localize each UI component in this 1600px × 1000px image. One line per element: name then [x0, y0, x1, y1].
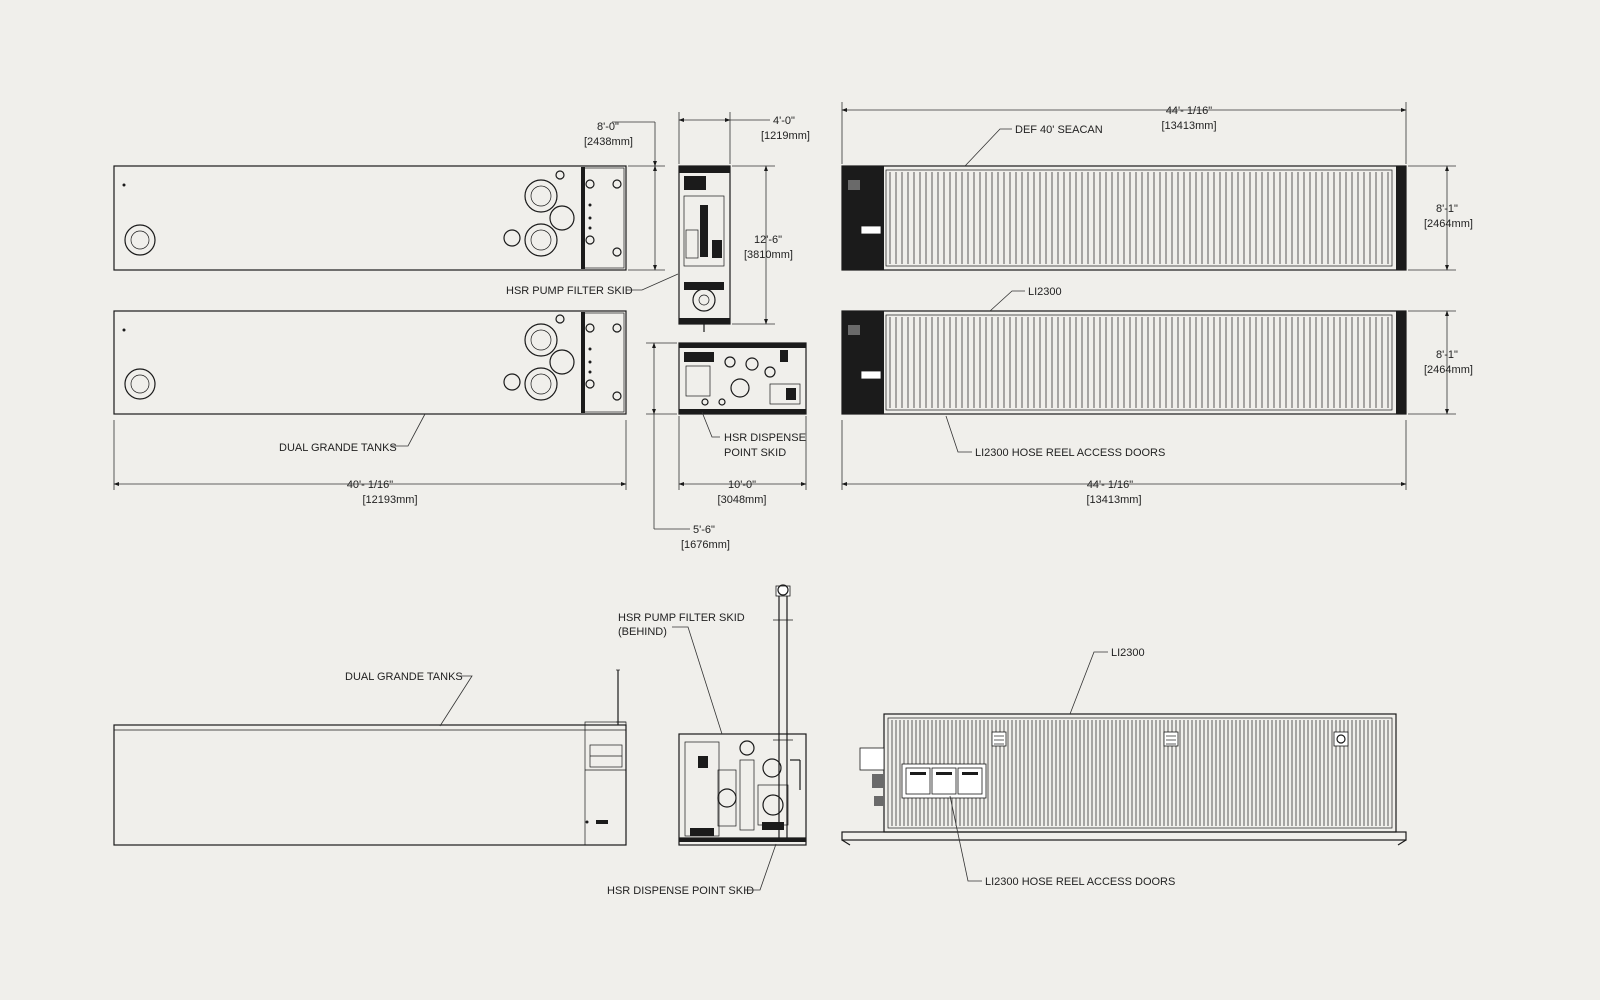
- dual-grande-tank-plan-top: [113, 165, 627, 271]
- label-dual-grande-tanks-elev: DUAL GRANDE TANKS: [345, 671, 463, 683]
- tank-length-dimension: 40'- 1/16" [12193mm]: [113, 420, 627, 506]
- seacan-plan-corrugations-top: [889, 172, 1389, 264]
- pump-length-mm: [3810mm]: [744, 249, 793, 261]
- label-hsr-dispense-elev: HSR DISPENSE POINT SKID: [607, 885, 754, 897]
- callout-hsr-dispense-point-skid-elev: HSR DISPENSE POINT SKID: [607, 843, 777, 897]
- seacan-width-1-ft: 8'-1": [1436, 203, 1458, 215]
- seacan-length-bottom-ft: 44'- 1/16": [1087, 479, 1133, 491]
- callout-li2300-hose-reel-plan: LI2300 HOSE REEL ACCESS DOORS: [945, 415, 1165, 459]
- seacan-plan-corrugations-bottom: [889, 317, 1389, 408]
- li2300-seacan-plan: [841, 310, 1407, 415]
- callout-li2300-elev: LI2300: [1069, 647, 1145, 715]
- callout-def-40-seacan: DEF 40' SEACAN: [964, 124, 1103, 167]
- tank-width-mm: [2438mm]: [584, 136, 633, 148]
- seacan-width-1-dimension: 8'-1" [2464mm]: [1408, 165, 1473, 271]
- dual-grande-tank-plan-bottom: [113, 310, 627, 415]
- dispense-width-mm: [1676mm]: [681, 539, 730, 551]
- hsr-dispense-point-skid-plan: [678, 342, 807, 415]
- dispense-width-dimension: 5'-6" [1676mm]: [646, 342, 730, 551]
- label-def-40-seacan: DEF 40' SEACAN: [1015, 124, 1103, 136]
- seacan-width-2-mm: [2464mm]: [1424, 364, 1473, 376]
- label-li2300-hose-reel-plan: LI2300 HOSE REEL ACCESS DOORS: [975, 447, 1165, 459]
- pump-length-dimension: 12'-6" [3810mm]: [732, 165, 793, 325]
- dual-grande-tank-elevation: [113, 669, 627, 846]
- callout-hsr-dispense-point-skid-plan: HSR DISPENSE POINT SKID: [701, 411, 806, 459]
- seacan-width-1-mm: [2464mm]: [1424, 218, 1473, 230]
- callout-dual-grande-tanks-plan: DUAL GRANDE TANKS: [279, 413, 426, 454]
- label-hsr-pump-filter-skid-plan: HSR PUMP FILTER SKID: [506, 285, 633, 297]
- tank-width-ft: 8'-0": [597, 121, 619, 133]
- seacan-length-bottom-mm: [13413mm]: [1086, 494, 1141, 506]
- pump-width-dimension: 4'-0" [1219mm]: [678, 112, 810, 164]
- def-40-seacan-plan: [841, 165, 1407, 271]
- dispense-width-ft: 5'-6": [693, 524, 715, 536]
- pump-width-ft: 4'-0": [773, 115, 795, 127]
- pump-length-ft: 12'-6": [754, 234, 782, 246]
- tank-width-dimension: 8'-0" [2438mm]: [584, 121, 665, 271]
- seacan-width-2-ft: 8'-1": [1436, 349, 1458, 361]
- tank-length-mm: [12193mm]: [362, 494, 417, 506]
- seacan-length-top-ft: 44'- 1/16": [1166, 105, 1212, 117]
- li2300-seacan-elevation: [841, 713, 1407, 846]
- pump-width-mm: [1219mm]: [761, 130, 810, 142]
- callout-li2300-plan: LI2300: [989, 286, 1062, 312]
- callout-li2300-hose-reel-elev: LI2300 HOSE REEL ACCESS DOORS: [949, 795, 1175, 888]
- label-hsr-dispense-plan-line2: POINT SKID: [724, 447, 786, 459]
- seacan-length-top-dimension: 44'- 1/16" [13413mm]: [841, 102, 1407, 164]
- label-hsr-pump-filter-elev-line2: (BEHIND): [618, 626, 667, 638]
- tank-length-ft: 40'- 1/16": [347, 479, 393, 491]
- label-li2300-elev: LI2300: [1111, 647, 1145, 659]
- dispense-length-mm: [3048mm]: [718, 494, 767, 506]
- seacan-elevation-corrugations: [891, 720, 1389, 826]
- callout-hsr-pump-filter-skid-elev: HSR PUMP FILTER SKID (BEHIND): [618, 612, 745, 735]
- label-li2300-hose-reel-elev: LI2300 HOSE REEL ACCESS DOORS: [985, 876, 1175, 888]
- dispense-length-dimension: 10'-0" [3048mm]: [678, 416, 807, 506]
- label-dual-grande-tanks-plan: DUAL GRANDE TANKS: [279, 442, 397, 454]
- hsr-pump-filter-skid-plan: [678, 165, 731, 332]
- seacan-width-2-dimension: 8'-1" [2464mm]: [1408, 310, 1473, 415]
- label-hsr-pump-filter-elev-line1: HSR PUMP FILTER SKID: [618, 612, 745, 624]
- seacan-length-bottom-dimension: 44'- 1/16" [13413mm]: [841, 420, 1407, 506]
- dispense-length-ft: 10'-0": [728, 479, 756, 491]
- seacan-length-top-mm: [13413mm]: [1161, 120, 1216, 132]
- label-hsr-dispense-plan-line1: HSR DISPENSE: [724, 432, 806, 444]
- hsr-skids-elevation: [678, 584, 807, 846]
- callout-dual-grande-tanks-elev: DUAL GRANDE TANKS: [345, 671, 473, 727]
- label-li2300-plan: LI2300: [1028, 286, 1062, 298]
- callout-hsr-pump-filter-skid-plan: HSR PUMP FILTER SKID: [506, 273, 679, 297]
